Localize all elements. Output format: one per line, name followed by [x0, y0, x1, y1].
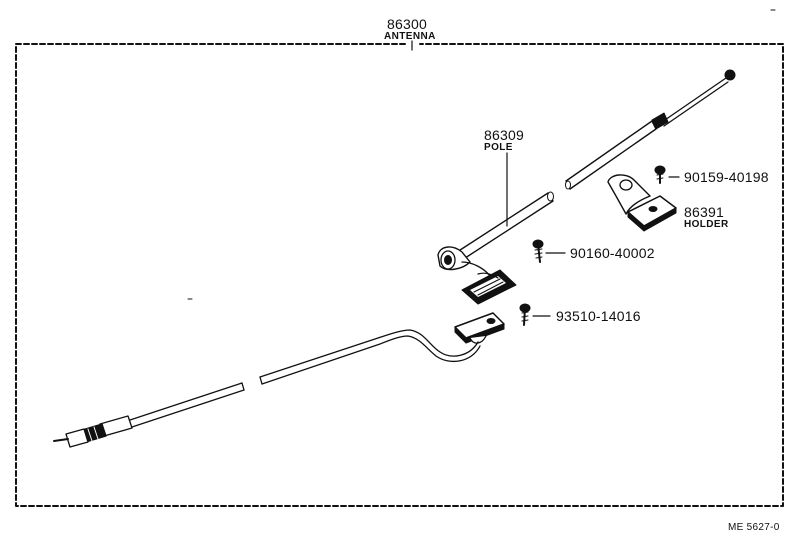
pole-part-name: POLE [484, 142, 513, 153]
screw-part-3 [519, 303, 531, 326]
assembly-boundary [15, 43, 784, 507]
screw-part-1 [654, 165, 666, 184]
antenna-cable [53, 329, 481, 448]
holder-part-name: HOLDER [684, 219, 729, 230]
pole-part [437, 191, 554, 305]
cable-bracket [454, 312, 505, 344]
reference-code: ME 5627-0 [728, 522, 780, 533]
antenna-mast [565, 69, 736, 190]
screw-2-part-number: 90160-40002 [570, 245, 655, 261]
holder-part-number: 86391 [684, 204, 724, 220]
screw-part-2 [532, 239, 544, 263]
pole-part-number: 86309 [484, 127, 524, 143]
antenna-part-number: 86300 [387, 16, 427, 32]
screw-3-part-number: 93510-14016 [556, 308, 641, 324]
stray-marks [187, 9, 776, 300]
screw-1-part-number: 90159-40198 [684, 169, 769, 185]
antenna-part-name: ANTENNA [384, 31, 436, 42]
holder-part [607, 174, 677, 232]
